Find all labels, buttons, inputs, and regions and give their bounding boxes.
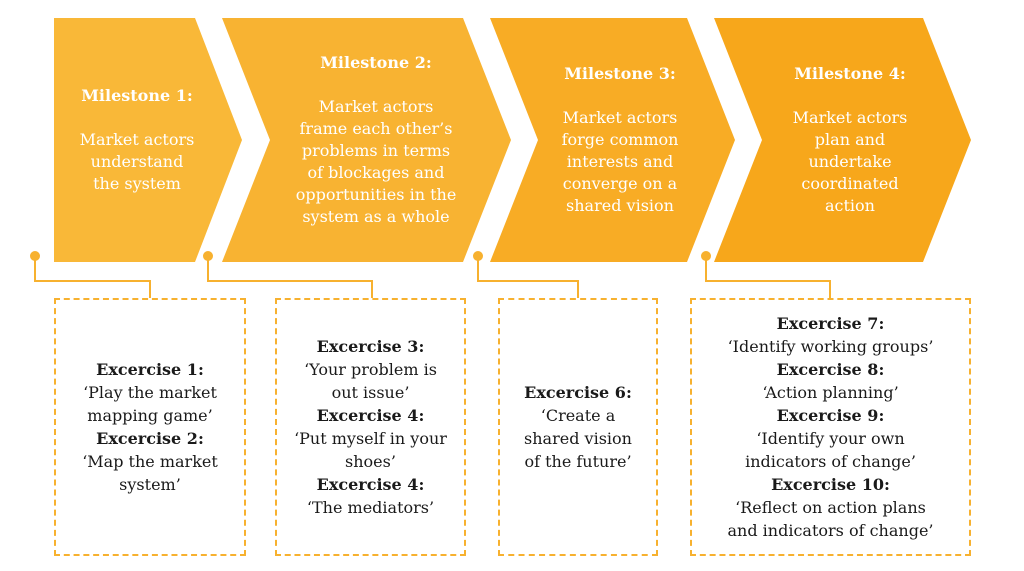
milestone-3-text: Market actors forge common interests and… [561, 108, 679, 215]
exercise-9-desc: ‘Identify your own indicators of change’ [745, 429, 916, 471]
exercise-box-1: Excercise 1: ‘Play the market mapping ga… [54, 298, 246, 556]
milestone-1-text: Market actors understand the system [79, 130, 195, 193]
connector-1 [34, 256, 151, 298]
exercise-8-desc: ‘Action planning’ [762, 383, 899, 402]
milestone-2: Milestone 2: Market actors frame each ot… [278, 18, 474, 262]
milestone-3-arrow [490, 18, 735, 262]
exercise-7-title: Excercise 7: [776, 314, 885, 333]
milestone-4-title: Milestone 4: [794, 64, 906, 83]
exercise-3-title: Excercise 3: [316, 337, 425, 356]
connector-1-dot [30, 251, 40, 261]
milestone-2-arrow [222, 18, 511, 262]
exercise-6-desc: ‘Create a shared vision of the future’ [524, 406, 632, 471]
exercise-2-title: Excercise 2: [96, 429, 204, 448]
exercise-6-title: Excercise 6: [524, 383, 632, 402]
exercise-2-desc: ‘Map the market system’ [82, 452, 218, 494]
milestone-1-arrow [54, 18, 242, 262]
milestone-1-title: Milestone 1: [81, 86, 193, 105]
milestone-4-text: Market actors plan and undertake coordin… [792, 108, 908, 215]
exercise-5-title: Excercise 4: [316, 475, 425, 494]
exercise-1-title: Excercise 1: [96, 360, 204, 379]
connector-4 [705, 256, 831, 298]
exercise-10-title: Excercise 10: [771, 475, 890, 494]
connector-3-dot [473, 251, 483, 261]
milestone-2-text: Market actors frame each other’s problem… [295, 97, 457, 226]
exercise-9-title: Excercise 9: [776, 406, 885, 425]
exercise-4-title: Excercise 4: [316, 406, 425, 425]
exercise-8-title: Excercise 8: [776, 360, 885, 379]
connector-2 [207, 256, 373, 298]
connector-3 [477, 256, 579, 298]
exercise-10-desc: ‘Reflect on action plans and indicators … [727, 498, 934, 540]
exercise-box-3: Excercise 6: ‘Create a shared vision of … [498, 298, 658, 556]
exercise-box-4: Excercise 7: ‘Identify working groups’ E… [690, 298, 971, 556]
exercise-1-desc: ‘Play the market mapping game’ [83, 383, 217, 425]
milestone-1: Milestone 1: Market actors understand th… [62, 18, 212, 262]
exercise-box-2: Excercise 3: ‘Your problem is out issue’… [275, 298, 466, 556]
exercise-4-desc: ‘Put myself in your shoes’ [294, 429, 447, 471]
milestone-3: Milestone 3: Market actors forge common … [540, 18, 700, 262]
milestone-3-title: Milestone 3: [564, 64, 676, 83]
connector-2-dot [203, 251, 213, 261]
exercise-7-desc: ‘Identify working groups’ [727, 337, 934, 356]
exercise-5-desc: ‘The mediators’ [306, 498, 435, 517]
milestone-2-title: Milestone 2: [320, 53, 432, 72]
connector-4-dot [701, 251, 711, 261]
milestone-4-arrow [714, 18, 971, 262]
milestone-4: Milestone 4: Market actors plan and unde… [770, 18, 930, 262]
exercise-3-desc: ‘Your problem is out issue’ [304, 360, 437, 402]
